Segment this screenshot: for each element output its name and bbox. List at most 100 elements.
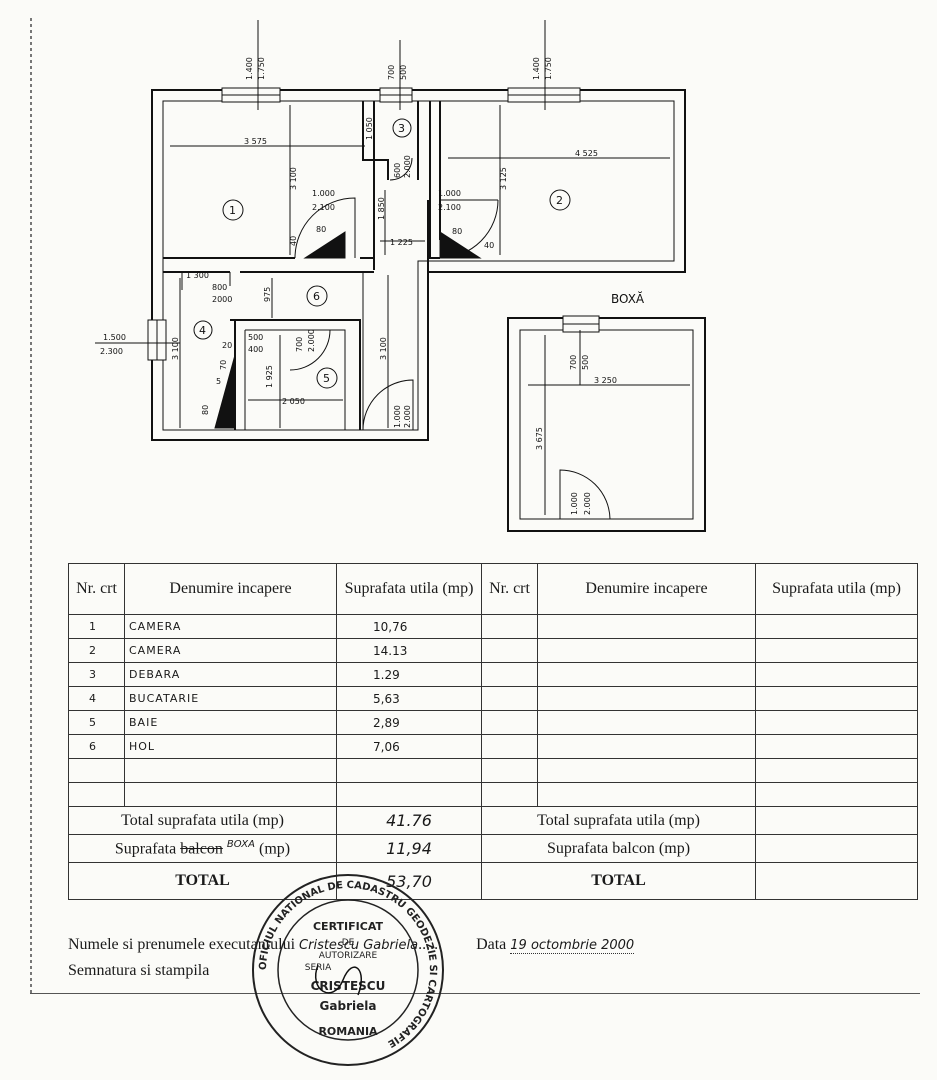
- svg-text:40: 40: [484, 241, 494, 250]
- table-row: 3 DEBARA 1.29: [68, 662, 918, 687]
- svg-text:2.000: 2.000: [403, 405, 412, 428]
- svg-text:1.750: 1.750: [257, 57, 266, 80]
- svg-text:1 925: 1 925: [265, 365, 274, 388]
- header-name-right: Denumire incapere: [537, 563, 756, 615]
- header-name: Denumire incapere: [124, 563, 337, 615]
- boxa-label: BOXĂ: [611, 291, 645, 306]
- data-label: Data: [476, 936, 507, 953]
- svg-text:1.400: 1.400: [245, 57, 254, 80]
- room-number-3: 3: [398, 122, 405, 135]
- table-row-empty: [68, 782, 918, 807]
- boxa-room: [507, 315, 706, 532]
- floor-plan: 1 2 3 4 5 6 BOXĂ 1.400 1.750 700 500 1.4…: [95, 20, 706, 532]
- svg-text:3 100: 3 100: [289, 167, 298, 190]
- svg-text:1 300: 1 300: [186, 271, 209, 280]
- svg-text:CRISTESCU: CRISTESCU: [311, 979, 386, 993]
- bottom-rule: [30, 993, 920, 994]
- semnatura-line: Semnatura si stampila: [68, 962, 928, 980]
- svg-text:1 050: 1 050: [365, 117, 374, 140]
- svg-text:DE: DE: [342, 938, 355, 948]
- handwritten-boxa: BOXA: [226, 838, 255, 850]
- svg-text:80: 80: [452, 227, 462, 236]
- suprafata-row: Suprafata balcon BOXA (mp) 11,94 Suprafa…: [68, 834, 918, 863]
- room-number-2: 2: [556, 194, 563, 207]
- svg-text:3 125: 3 125: [499, 167, 508, 190]
- table-row: 1 CAMERA 10,76: [68, 614, 918, 639]
- suprafata-value: 11,94: [336, 834, 482, 863]
- margin-line: [30, 18, 32, 993]
- total-util-value: 41.76: [336, 806, 482, 835]
- svg-text:600: 600: [393, 163, 402, 178]
- right-balcon-label: Suprafata balcon (mp): [481, 834, 756, 863]
- svg-text:1.000: 1.000: [312, 189, 335, 198]
- total-row: TOTAL 53,70 TOTAL: [68, 862, 918, 900]
- executant-line: Numele si prenumele executantului Criste…: [68, 936, 635, 954]
- svg-text:SERIA: SERIA: [305, 963, 332, 973]
- svg-text:2.300: 2.300: [100, 347, 123, 356]
- svg-text:800: 800: [212, 283, 227, 292]
- dimension-labels: 1.400 1.750 700 500 1.400 1.750 3 575 3 …: [100, 57, 617, 515]
- svg-text:1 225: 1 225: [390, 238, 413, 247]
- executant-name: Cristescu Gabriela: [299, 938, 419, 953]
- svg-text:2.000: 2.000: [583, 492, 592, 515]
- svg-text:20: 20: [222, 341, 232, 350]
- svg-text:1.750: 1.750: [544, 57, 553, 80]
- svg-text:80: 80: [316, 225, 326, 234]
- header-nr-right: Nr. crt: [481, 563, 538, 615]
- svg-text:OFICIUL NATIONAL DE CADASTRU G: OFICIUL NATIONAL DE CADASTRU GEODEZIE SI…: [258, 880, 438, 1049]
- svg-text:400: 400: [248, 345, 263, 354]
- table-row: 2 CAMERA 14.13: [68, 638, 918, 663]
- header-area: Suprafata utila (mp): [336, 563, 482, 615]
- total-util-label: Total suprafata utila (mp): [68, 806, 337, 835]
- svg-text:40: 40: [289, 236, 298, 246]
- svg-text:70: 70: [219, 360, 228, 370]
- official-stamp: OFICIUL NATIONAL DE CADASTRU GEODEZIE SI…: [252, 874, 444, 1066]
- svg-text:500: 500: [399, 65, 408, 80]
- svg-text:1.000: 1.000: [438, 189, 461, 198]
- svg-text:975: 975: [263, 287, 272, 302]
- svg-text:2.000: 2.000: [403, 155, 412, 178]
- svg-text:AUTORIZARE: AUTORIZARE: [319, 951, 378, 961]
- table-row: 6 HOL 7,06: [68, 734, 918, 759]
- svg-text:2.100: 2.100: [438, 203, 461, 212]
- svg-text:2.000: 2.000: [307, 329, 316, 352]
- room-number-4: 4: [199, 324, 206, 337]
- right-total-util-label: Total suprafata utila (mp): [481, 806, 756, 835]
- right-total-label: TOTAL: [481, 862, 756, 900]
- header-area-right: Suprafata utila (mp): [755, 563, 918, 615]
- suprafata-label: Suprafata balcon BOXA (mp): [68, 834, 337, 863]
- svg-text:4 525: 4 525: [575, 149, 598, 158]
- room-number-1: 1: [229, 204, 236, 217]
- struck-balcon: balcon: [180, 840, 223, 858]
- room-number-labels: 1 2 3 4 5 6: [193, 118, 571, 389]
- svg-text:CERTIFICAT: CERTIFICAT: [313, 920, 383, 933]
- table-row-empty: [68, 758, 918, 783]
- signature-scribble: [315, 964, 363, 996]
- header-nr: Nr. crt: [68, 563, 125, 615]
- total-value: 53,70: [336, 862, 482, 900]
- svg-text:1.000: 1.000: [393, 405, 402, 428]
- svg-text:500: 500: [581, 355, 590, 370]
- svg-text:2000: 2000: [212, 295, 232, 304]
- svg-text:5: 5: [216, 377, 221, 386]
- svg-text:Gabriela: Gabriela: [320, 999, 377, 1013]
- svg-text:1.400: 1.400: [532, 57, 541, 80]
- table-row: 4 BUCATARIE 5,63: [68, 686, 918, 711]
- rooms-table: Nr. crt Denumire incapere Suprafata util…: [68, 563, 918, 900]
- svg-text:ROMANIA: ROMANIA: [318, 1025, 378, 1038]
- svg-text:1.000: 1.000: [570, 492, 579, 515]
- svg-text:3 100: 3 100: [171, 337, 180, 360]
- table-header-row: Nr. crt Denumire incapere Suprafata util…: [68, 563, 918, 615]
- data-value: 19 octombrie 2000: [510, 938, 635, 954]
- svg-text:700: 700: [295, 337, 304, 352]
- svg-text:2 050: 2 050: [282, 397, 305, 406]
- svg-text:2.100: 2.100: [312, 203, 335, 212]
- svg-text:3 100: 3 100: [379, 337, 388, 360]
- svg-text:700: 700: [569, 355, 578, 370]
- room-number-5: 5: [323, 372, 330, 385]
- total-util-row: Total suprafata utila (mp) 41.76 Total s…: [68, 806, 918, 835]
- svg-text:1.500: 1.500: [103, 333, 126, 342]
- svg-text:3 250: 3 250: [594, 376, 617, 385]
- svg-text:3 575: 3 575: [244, 137, 267, 146]
